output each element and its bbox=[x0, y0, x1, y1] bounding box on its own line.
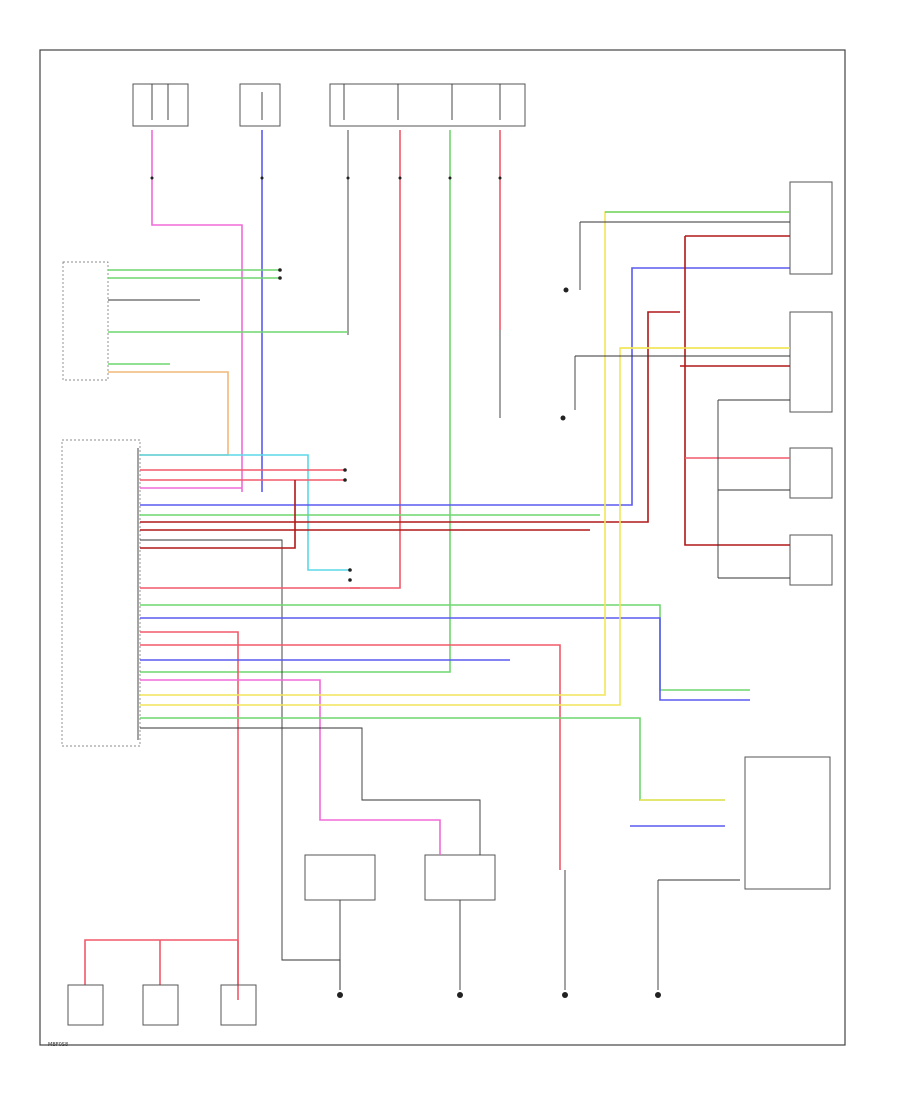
actuator-box bbox=[744, 756, 831, 890]
right-switch-boxes bbox=[560, 181, 833, 586]
switch-box-2 bbox=[789, 311, 833, 413]
control-unit bbox=[61, 439, 141, 747]
switch-box-4 bbox=[789, 534, 833, 586]
feeder-wires bbox=[140, 130, 502, 673]
switch-lower-3 bbox=[220, 984, 257, 1026]
door-lock-actuator bbox=[630, 756, 831, 998]
fuse-box-3 bbox=[329, 83, 526, 127]
wire-green-feed bbox=[140, 130, 451, 673]
fuse-box-1 bbox=[132, 83, 189, 127]
switch-lower-1 bbox=[67, 984, 104, 1026]
lower-left-switches bbox=[67, 939, 257, 1026]
switch-lower-2 bbox=[142, 984, 179, 1026]
lower-relays bbox=[304, 780, 568, 998]
control-unit-box bbox=[61, 439, 141, 747]
connector-dots bbox=[343, 468, 352, 582]
wire-red-feed bbox=[350, 130, 401, 589]
switch-box-3 bbox=[789, 447, 833, 499]
diagram-frame bbox=[39, 49, 846, 1046]
relay-box-right bbox=[424, 854, 496, 901]
footer-code: MBF0S8 bbox=[48, 1042, 69, 1048]
combination-switch-box bbox=[62, 261, 109, 381]
switch-box-1 bbox=[789, 181, 833, 275]
fuse-box-2 bbox=[239, 83, 281, 127]
relay-box-left bbox=[304, 854, 376, 901]
control-unit-wires bbox=[140, 211, 790, 1000]
fuse-group-top bbox=[132, 83, 526, 127]
combination-switch bbox=[62, 261, 348, 456]
